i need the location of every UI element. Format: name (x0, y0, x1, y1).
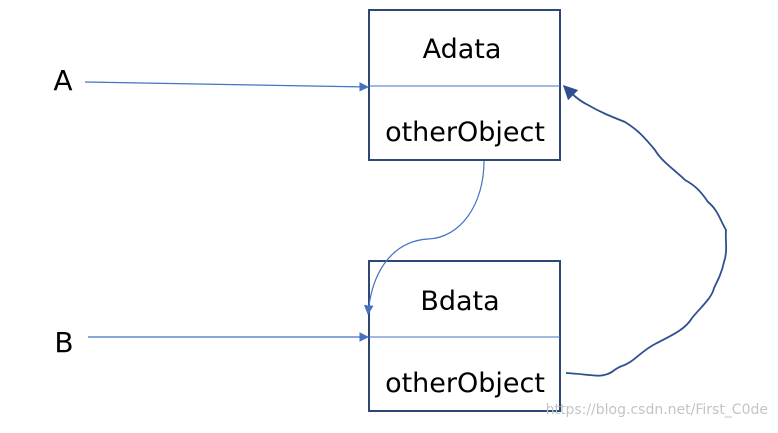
watermark: https://blog.csdn.net/First_C0de (546, 402, 768, 418)
reference-a-label: A (53, 64, 72, 97)
object-a-box: Adata otherObject (368, 9, 561, 161)
reference-b-label: B (54, 326, 73, 359)
object-b-box: Bdata otherObject (368, 260, 561, 412)
object-b-border (368, 260, 561, 412)
object-a-border (368, 9, 561, 161)
object-a-field: otherObject (385, 117, 545, 148)
object-b-title: Bdata (420, 286, 499, 317)
object-a-title: Adata (423, 34, 502, 65)
a-to-b-curve-arrow (363, 160, 485, 315)
reference-a-arrow (84, 81, 369, 92)
object-b-field: otherObject (385, 368, 545, 399)
b-to-a-handdrawn-arrow (562, 84, 728, 377)
